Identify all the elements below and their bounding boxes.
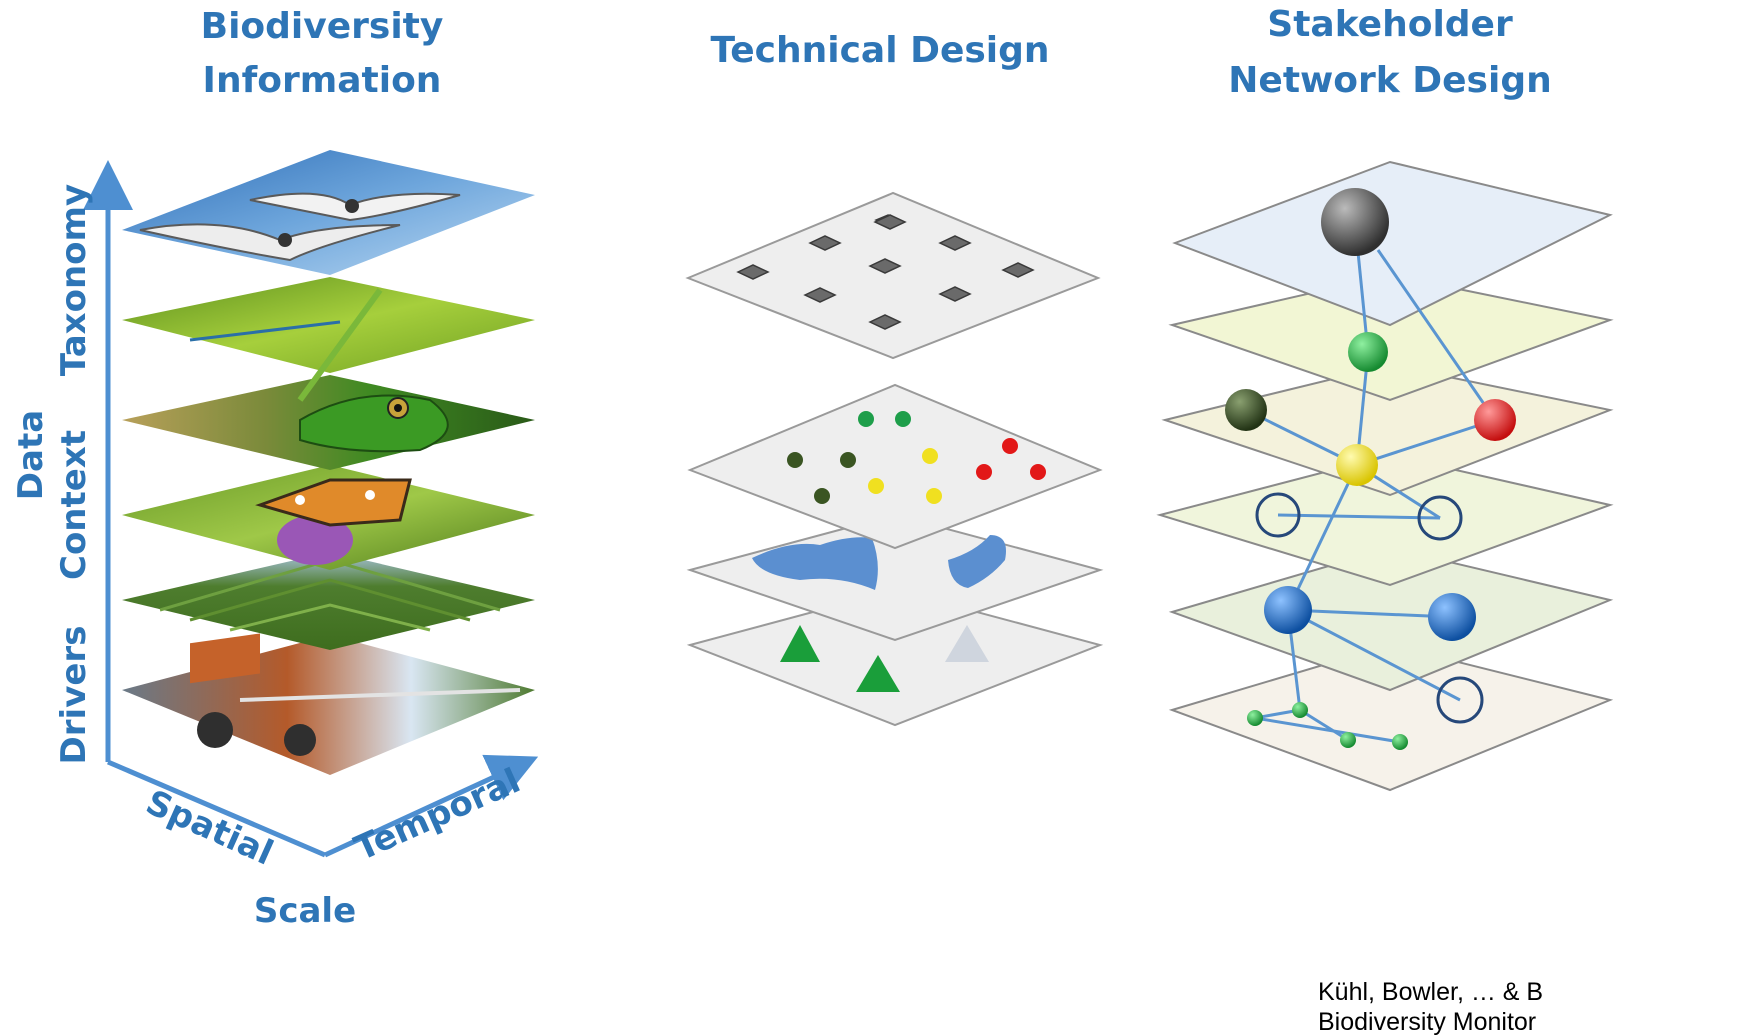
network-node-open [1255,492,1301,538]
network-layer-tractor [1168,643,1614,792]
dot-marker [976,464,992,480]
square-marker [808,235,842,251]
square-marker [938,286,972,302]
water-shape [948,535,1006,588]
frog-photo-layer [122,375,535,470]
dot-marker [1030,464,1046,480]
network-node-small-green [1292,702,1308,718]
triangle-marker [945,625,989,662]
network-node-open [1417,495,1463,541]
network-layer-butterfly [1156,453,1614,587]
biodiversity-layer-stack [122,150,535,775]
network-node-open [1436,676,1484,724]
dot-marker [895,411,911,427]
dot-marker [922,448,938,464]
technical-design-stack [685,191,1104,727]
dot-marker [868,478,884,494]
biodiversity-title-line2: Information [203,60,442,101]
temporal-axis-line [323,754,539,858]
left-axes [83,160,539,858]
dot-marker [926,488,942,504]
stakeholder-title-line2: Network Design [1228,60,1551,101]
dot-marker [840,452,856,468]
dragonfly-photo-layer [122,277,535,402]
square-marker [1001,262,1035,278]
network-node-yellow [1336,444,1378,486]
squares-layer [685,191,1101,360]
butterfly-photo-layer [122,465,535,570]
dot-marker [787,452,803,468]
stakeholder-network-stack [1156,160,1614,792]
axis-label-scale: Scale [254,891,356,931]
triangle-marker [780,625,820,662]
network-layer-frog [1161,363,1614,497]
dots-layer [687,383,1103,550]
axis-label-taxonomy: Taxonomy [54,184,94,376]
square-marker [938,235,972,251]
axis-label-spatial: Spatial [140,782,279,873]
birds-photo-layer [122,150,535,275]
citation-line1: Kühl, Bowler, … & B [1318,978,1543,1006]
network-node-small-green [1392,734,1408,750]
biodiversity-title-line1: Biodiversity [201,6,444,47]
network-layer-birds [1172,160,1613,327]
network-node-red [1474,399,1516,441]
triangle-marker [856,655,900,692]
network-node-blue [1264,586,1312,634]
network-node-small-green [1340,732,1356,748]
stakeholder-title-line1: Stakeholder [1267,4,1513,45]
square-marker [736,264,770,280]
axis-label-data: Data [11,410,51,500]
tractor-photo-layer [122,633,535,775]
axis-label-context: Context [54,430,94,580]
network-node-small-green [1247,710,1263,726]
water-layer [686,513,1104,642]
square-marker [868,258,902,274]
square-marker [868,314,902,330]
technical-design-title: Technical Design [710,30,1049,71]
spatial-axis-line [107,759,326,858]
dot-marker [814,488,830,504]
axis-label-temporal: Temporal [349,761,526,869]
network-layer-field [1168,546,1614,692]
axis-label-drivers: Drivers [54,626,94,765]
square-marker [873,214,907,230]
water-shape [752,537,878,590]
network-node-blue [1428,593,1476,641]
square-marker [803,287,837,303]
dot-marker [1002,438,1018,454]
dot-marker [858,411,874,427]
network-node-grey [1321,188,1389,256]
network-node-dark-green [1225,389,1267,431]
citation-line2: Biodiversity Monitor [1318,1008,1536,1035]
network-node-green [1348,332,1388,372]
